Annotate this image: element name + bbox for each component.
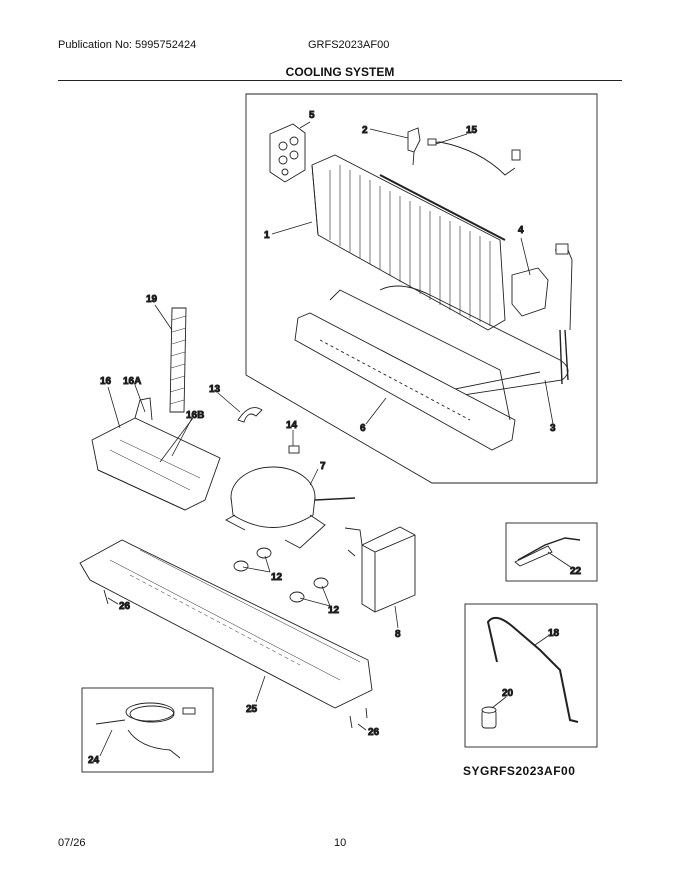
callout-20: 20 xyxy=(502,688,514,699)
callout-2: 2 xyxy=(362,125,368,136)
callout-19: 19 xyxy=(146,294,158,305)
callout-24: 24 xyxy=(88,755,100,766)
part-18-tube xyxy=(486,616,579,723)
callout-26-left: 26 xyxy=(119,601,131,612)
inset-box-22 xyxy=(505,522,598,582)
evaporator-inset-frame xyxy=(245,93,598,484)
part-19-drain-tube xyxy=(169,307,187,413)
part-6-drain-pan xyxy=(294,289,516,451)
part-1-evaporator-coil xyxy=(311,154,506,331)
callout-16: 16 xyxy=(100,376,112,387)
section-title: COOLING SYSTEM xyxy=(285,65,395,79)
callout-4: 4 xyxy=(518,225,524,236)
footer-date: 07/26 xyxy=(58,837,86,849)
callout-18: 18 xyxy=(548,628,560,639)
callout-8: 8 xyxy=(395,629,401,640)
header-divider xyxy=(58,80,622,81)
publication-number: Publication No: 5995752424 xyxy=(58,39,197,51)
part-26-screw-a xyxy=(103,589,109,605)
part-16-drain-pan-assembly xyxy=(91,397,221,511)
inset-box-24 xyxy=(81,687,214,773)
part-15-harness xyxy=(427,138,521,176)
callout-25: 25 xyxy=(246,704,258,715)
part-14-clip xyxy=(288,445,300,454)
part-13-clip xyxy=(237,407,263,423)
model-code: GRFS2023AF00 xyxy=(308,39,390,51)
callout-1: 1 xyxy=(264,230,270,241)
part-25-base-pan xyxy=(79,539,373,709)
callout-12-upper: 12 xyxy=(271,572,283,583)
part-24-power-cord xyxy=(95,702,196,759)
callout-13: 13 xyxy=(209,384,221,395)
callout-22: 22 xyxy=(570,566,582,577)
callout-5: 5 xyxy=(309,110,315,121)
part-2-sensor xyxy=(407,127,421,166)
callout-7: 7 xyxy=(320,461,326,472)
callout-15: 15 xyxy=(466,125,478,136)
part-12-grommets xyxy=(233,547,329,603)
part-20-fitting xyxy=(481,706,497,729)
callout-6: 6 xyxy=(360,423,366,434)
diagram-id: SYGRFS2023AF00 xyxy=(463,764,576,778)
part-22-connector xyxy=(514,537,581,567)
part-7-compressor xyxy=(225,466,356,549)
callout-3: 3 xyxy=(550,423,556,434)
part-4-fan-motor xyxy=(511,243,573,331)
callout-16b: 16B xyxy=(186,410,204,421)
footer-page-number: 10 xyxy=(334,837,347,849)
callout-16a: 16A xyxy=(123,376,141,387)
part-26-screw-b xyxy=(349,707,368,729)
callout-14: 14 xyxy=(286,420,298,431)
callout-12-lower: 12 xyxy=(328,605,340,616)
leader-lines xyxy=(99,121,573,757)
callout-26-right: 26 xyxy=(368,727,380,738)
part-8-control-box xyxy=(344,526,416,613)
part-5-cover-block xyxy=(269,123,306,183)
inset-box-18-20 xyxy=(464,603,598,748)
